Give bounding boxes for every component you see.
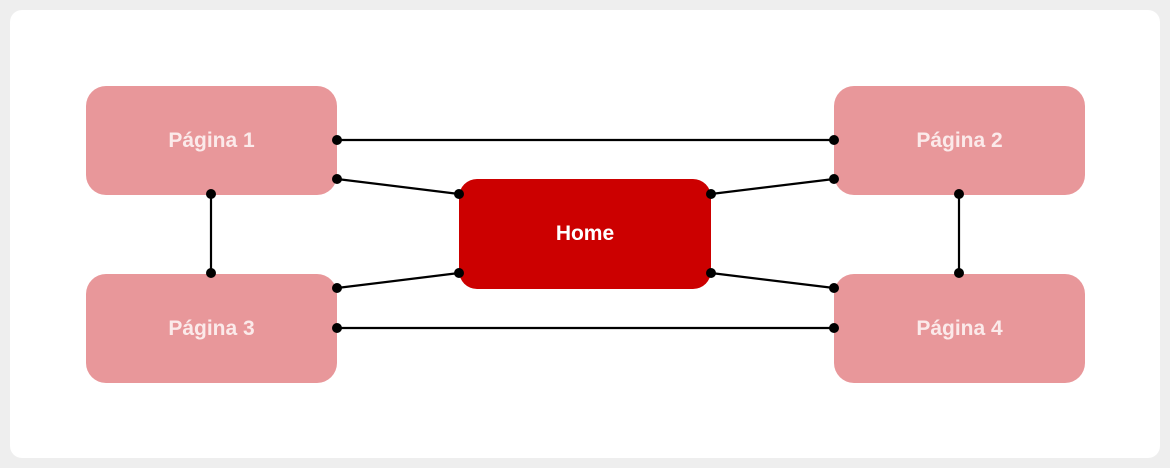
edge-page2-home xyxy=(710,177,835,196)
connector-dot-icon xyxy=(454,268,464,278)
connector-dot-icon xyxy=(954,189,964,199)
edge-page3-home xyxy=(336,271,460,290)
node-page-3[interactable]: Página 3 xyxy=(86,274,337,383)
node-page-1[interactable]: Página 1 xyxy=(86,86,337,195)
node-label: Página 3 xyxy=(168,316,255,340)
connector-dot-icon xyxy=(332,283,342,293)
node-label: Página 2 xyxy=(916,128,1003,152)
connector-dot-icon xyxy=(332,135,342,145)
connector-dot-icon xyxy=(954,268,964,278)
connector-dot-icon xyxy=(829,135,839,145)
connector-dot-icon xyxy=(206,189,216,199)
connector-dot-icon xyxy=(706,189,716,199)
edge-page1-home xyxy=(336,177,460,196)
node-label: Página 4 xyxy=(916,316,1003,340)
node-home[interactable]: Home xyxy=(459,179,711,289)
edge-page4-home xyxy=(710,271,835,290)
connector-dot-icon xyxy=(829,323,839,333)
node-label: Página 1 xyxy=(168,128,255,152)
connector-dot-icon xyxy=(454,189,464,199)
connector-dot-icon xyxy=(332,174,342,184)
connector-dot-icon xyxy=(332,323,342,333)
node-page-2[interactable]: Página 2 xyxy=(834,86,1085,195)
node-label: Home xyxy=(555,222,615,245)
node-page-4[interactable]: Página 4 xyxy=(834,274,1085,383)
connector-dot-icon xyxy=(829,283,839,293)
connector-dot-icon xyxy=(829,174,839,184)
connector-dot-icon xyxy=(206,268,216,278)
connector-dot-icon xyxy=(706,268,716,278)
